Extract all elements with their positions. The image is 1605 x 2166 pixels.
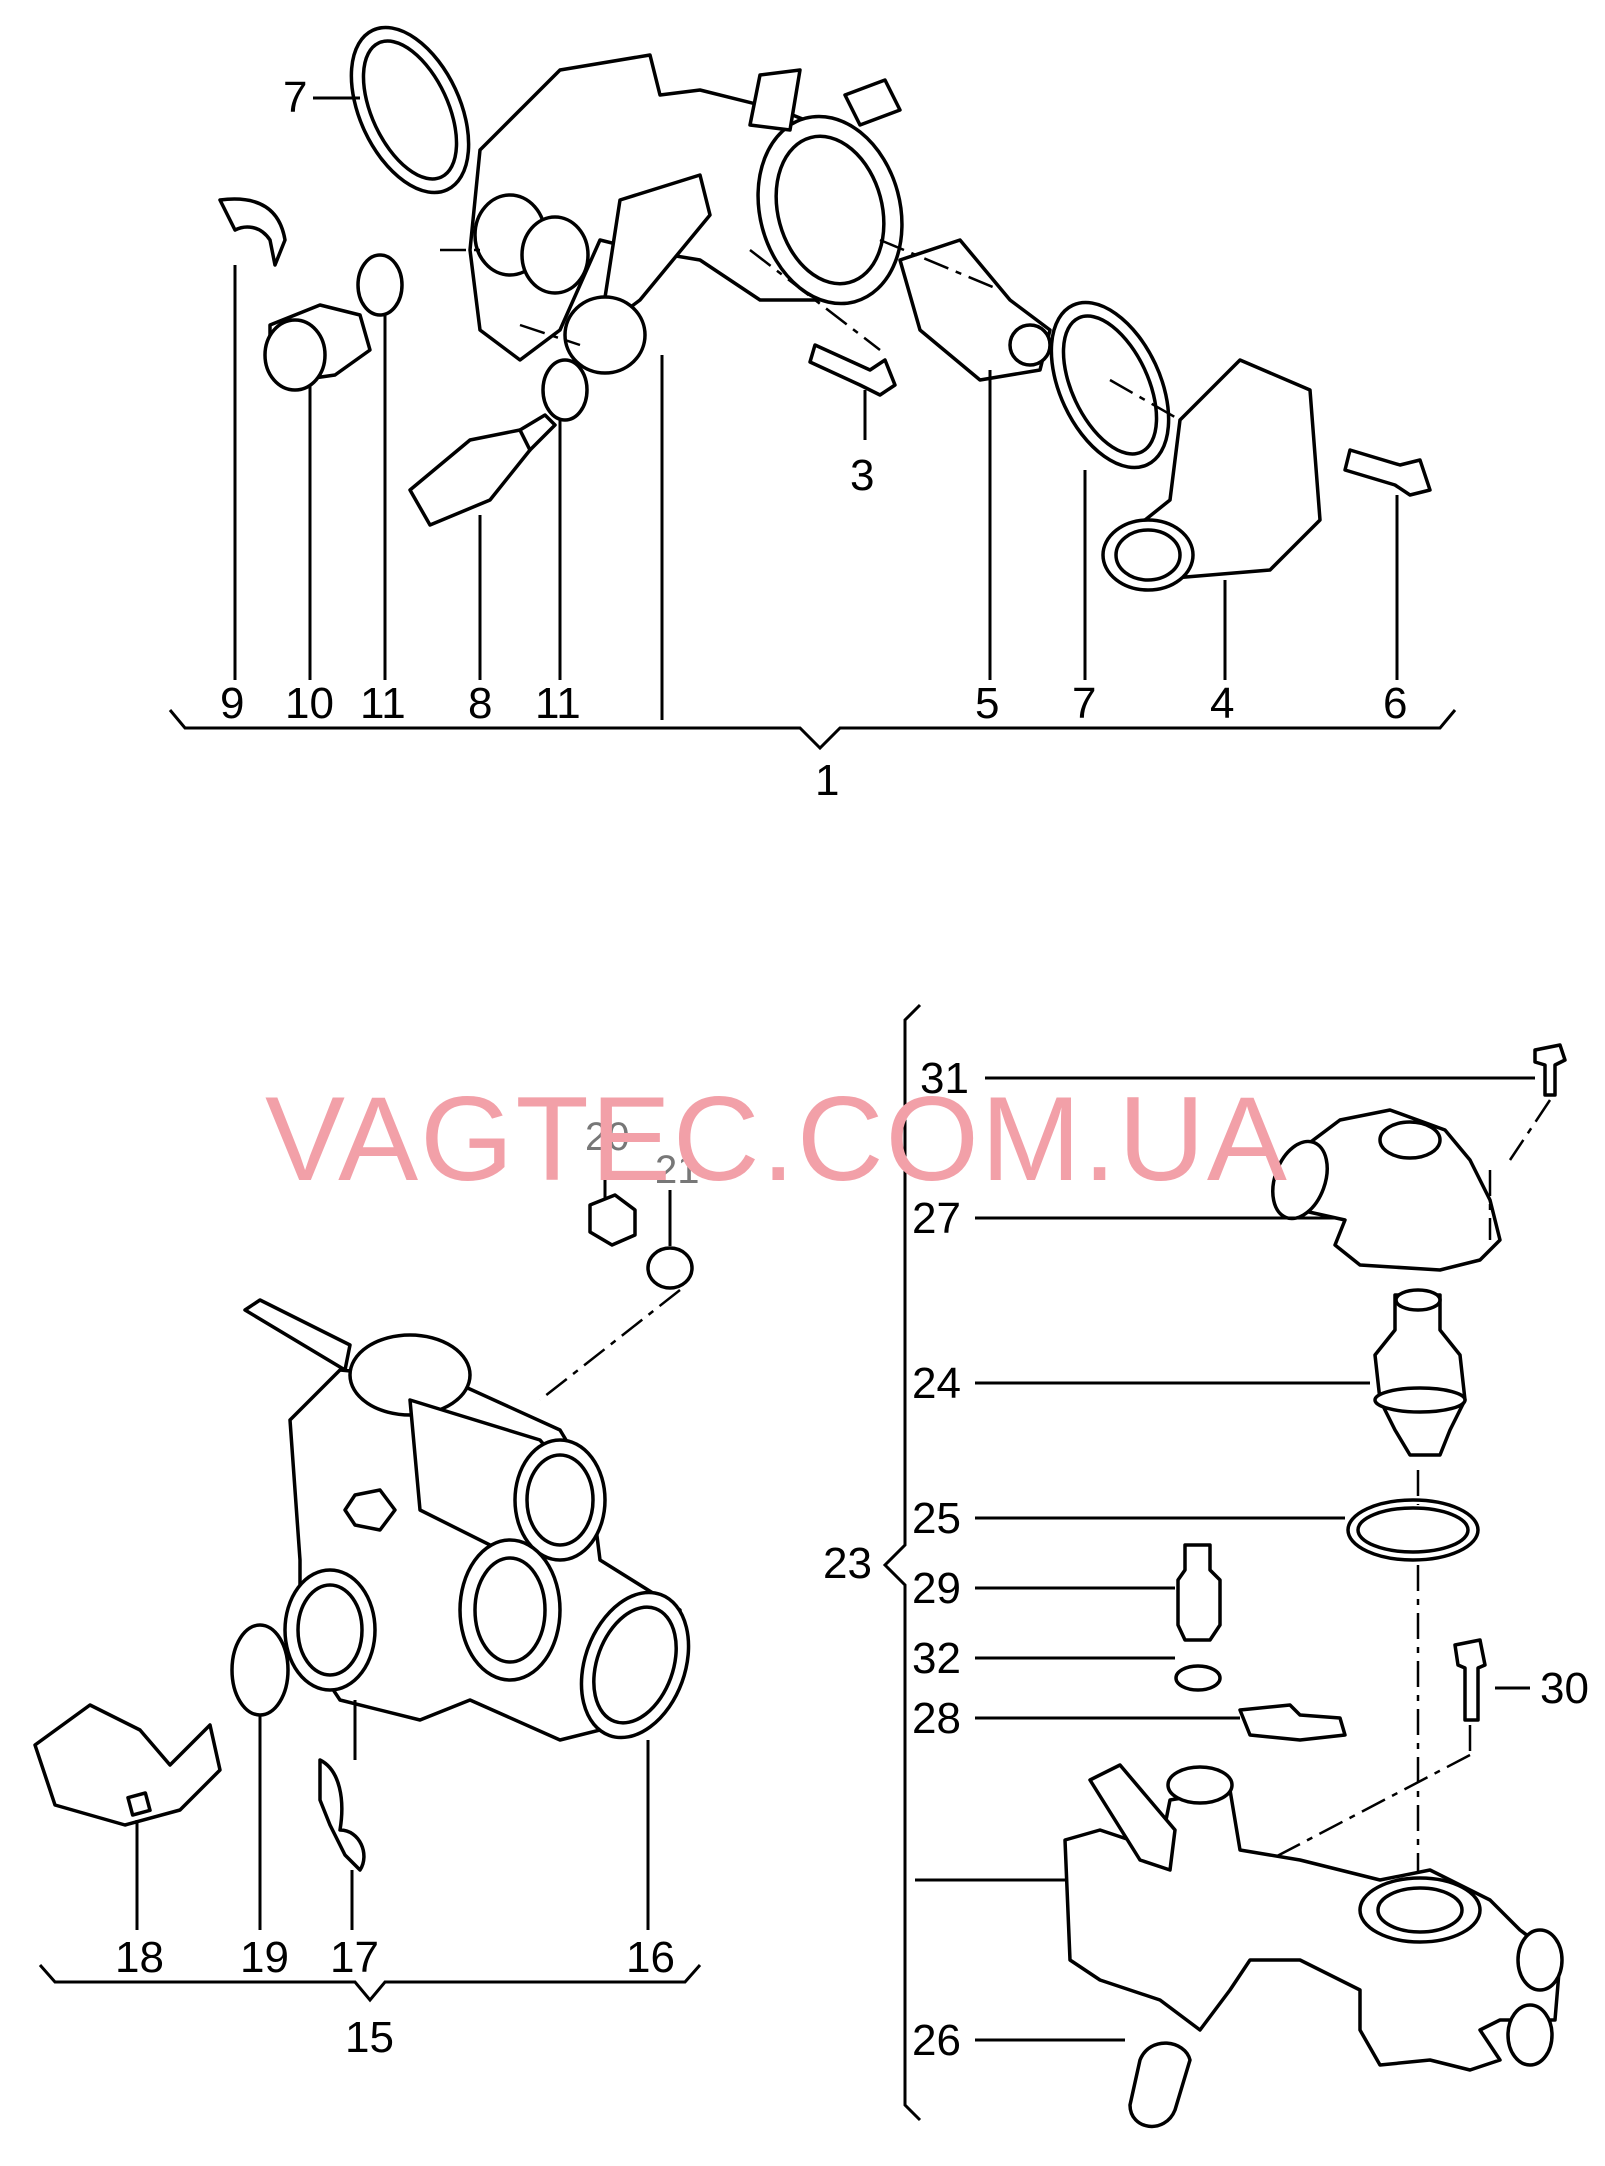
thermostat-insert: [1373, 1293, 1467, 1457]
washer: [646, 1246, 694, 1290]
label-8: 8: [468, 679, 492, 728]
sensor-29: [1176, 1543, 1222, 1642]
callout-bolt: 3: [850, 451, 874, 500]
screw-31: [1533, 1043, 1567, 1097]
label-11b: 11: [535, 679, 581, 728]
main-coolant-housing: [1063, 1788, 1562, 2072]
label-7: 7: [1072, 679, 1096, 728]
callout-o-ring-top: 7: [283, 73, 307, 122]
watermark: VAGTEC.COM.UA: [265, 1072, 1289, 1206]
label-24: 24: [912, 1359, 961, 1408]
label-29: 29: [912, 1564, 961, 1613]
top-assembly: 7 3 9 10 11 8 11 5 7 4 6 1: [168, 25, 1457, 805]
callout-washer: 21: [655, 1148, 700, 1192]
assembly-label-1: 1: [815, 756, 839, 805]
label-10: 10: [285, 679, 334, 728]
right-brace: [882, 1003, 922, 2122]
label-4: 4: [1210, 679, 1234, 728]
clip-17: [318, 1758, 366, 1872]
label-9: 9: [220, 679, 244, 728]
top-brace: [168, 709, 1457, 751]
label-16: 16: [626, 1933, 675, 1982]
retaining-clip: [218, 197, 287, 267]
clip-28: [1238, 1703, 1347, 1742]
seal-ring-19: [230, 1623, 290, 1717]
label-32: 32: [912, 1634, 961, 1683]
label-25: 25: [912, 1494, 961, 1543]
seal-32: [1174, 1664, 1222, 1692]
hex-nut: [588, 1193, 637, 1247]
right-assembly: 31 27 24 25 29 32 28 26 30 23: [823, 1003, 1589, 2128]
seal-ring-a: [356, 253, 404, 317]
gasket-26: [1128, 2041, 1192, 2128]
callout-nut: 20: [585, 1115, 630, 1159]
label-30: 30: [1540, 1664, 1589, 1713]
bolt-6: [1343, 448, 1432, 497]
bolt-30: [1453, 1638, 1487, 1722]
label-31: 31: [920, 1054, 969, 1103]
label-18: 18: [115, 1933, 164, 1982]
label-19: 19: [240, 1933, 289, 1982]
label-11a: 11: [360, 679, 406, 728]
left-brace: [38, 1964, 702, 2003]
left-assembly: 20 21 18 19 17 16 15: [33, 1115, 702, 2062]
label-26: 26: [912, 2016, 961, 2065]
label-17: 17: [330, 1933, 379, 1982]
label-28: 28: [912, 1694, 961, 1743]
assembly-label-23: 23: [823, 1539, 872, 1588]
thermostat-cap: [1288, 1108, 1502, 1272]
label-5: 5: [975, 679, 999, 728]
assembly-label-15: 15: [345, 2013, 394, 2062]
label-6: 6: [1383, 679, 1407, 728]
temperature-sender: [33, 1703, 222, 1827]
bolt-3: [808, 343, 897, 397]
seal-ring-b: [541, 358, 589, 422]
label-27: 27: [912, 1194, 961, 1243]
temperature-sensor: [408, 428, 532, 527]
